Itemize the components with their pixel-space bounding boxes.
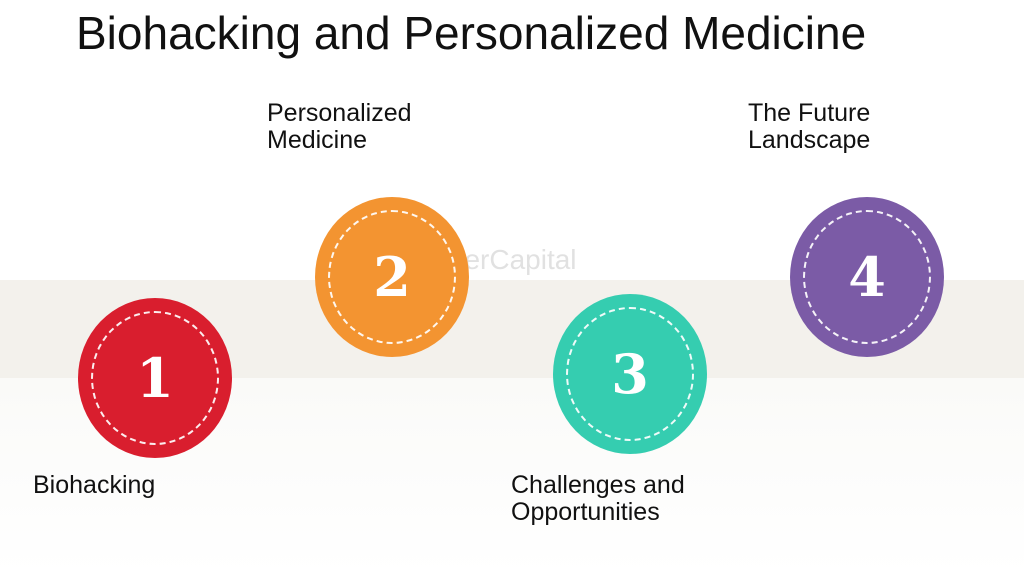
step-number: 4 [848,245,886,309]
step-1-circle: 1 [78,298,232,458]
step-number: 1 [136,346,174,410]
step-3-label: Challenges and Opportunities [511,472,685,526]
dashed-ring [803,210,931,344]
step-number: 2 [373,245,411,309]
step-4-circle: 4 [790,197,944,357]
dashed-ring [566,307,694,441]
step-label-line: Personalized [267,99,412,127]
step-1-label: Biohacking [33,472,155,499]
dashed-ring [328,210,456,344]
step-label-line: Challenges and [511,471,685,499]
step-label-line: The Future [748,99,871,127]
step-label-line: Medicine [267,126,368,154]
step-label-line: Biohacking [33,471,156,499]
step-label-line: Landscape [748,126,871,154]
dashed-ring [91,311,219,445]
step-3-circle: 3 [553,294,707,454]
step-2-circle: 2 [315,197,469,357]
step-number: 3 [611,342,649,406]
step-4-label: The Future Landscape [748,100,870,154]
step-label-line: Opportunities [511,498,660,526]
step-2-label: Personalized Medicine [267,100,412,154]
page-title: Biohacking and Personalized Medicine [76,7,867,59]
